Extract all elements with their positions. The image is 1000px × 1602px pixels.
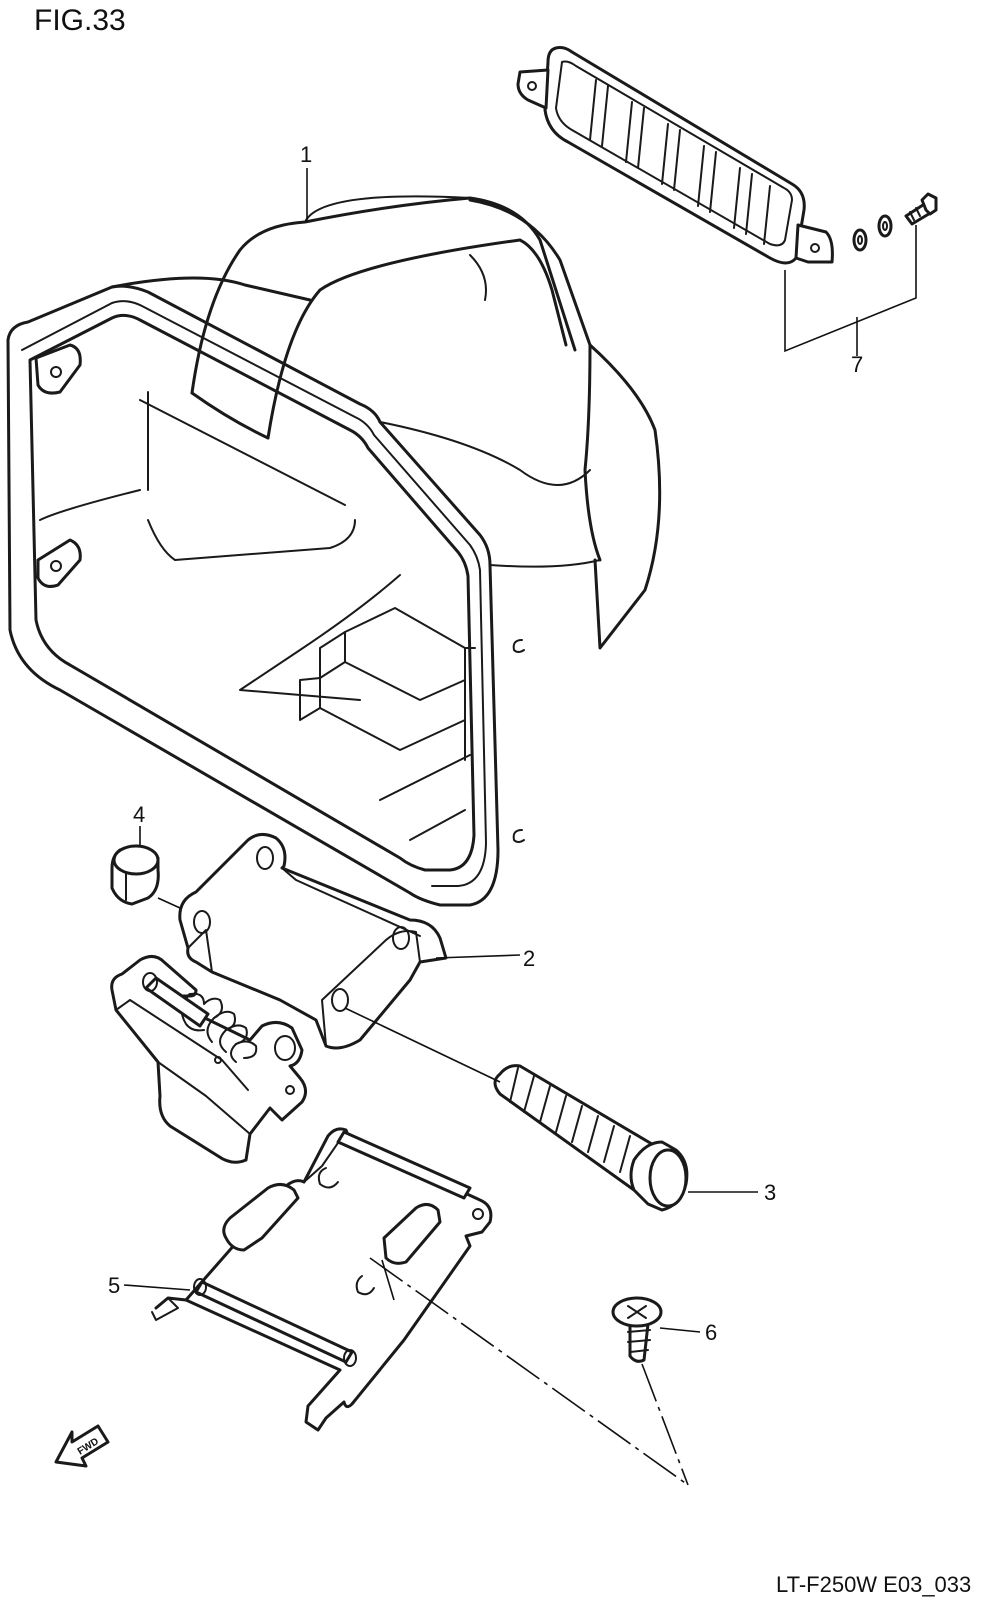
callout-4: 4 xyxy=(133,802,145,827)
screw xyxy=(611,1296,663,1363)
callout-7: 7 xyxy=(851,352,863,377)
forward-arrow-icon: FWD xyxy=(54,1424,110,1468)
lamp-holder xyxy=(151,1127,493,1432)
bracket xyxy=(178,833,448,1050)
nut xyxy=(110,844,160,906)
drawing-code: LT-F250W E03_033 xyxy=(776,1572,971,1597)
headlamp-housing xyxy=(6,195,662,907)
callout-2: 2 xyxy=(523,946,535,971)
lamp-holder-spring-assembly xyxy=(110,955,307,1164)
callout-1: 1 xyxy=(300,142,312,167)
callout-5: 5 xyxy=(108,1273,120,1298)
figure-title: FIG.33 xyxy=(34,4,126,37)
callout-6: 6 xyxy=(705,1320,717,1345)
bolt xyxy=(493,1064,689,1212)
callout-labels: 1 2 3 4 5 6 7 xyxy=(108,142,863,1345)
guard-set xyxy=(516,46,938,265)
leader-lines xyxy=(123,168,917,1486)
callout-3: 3 xyxy=(764,1180,776,1205)
